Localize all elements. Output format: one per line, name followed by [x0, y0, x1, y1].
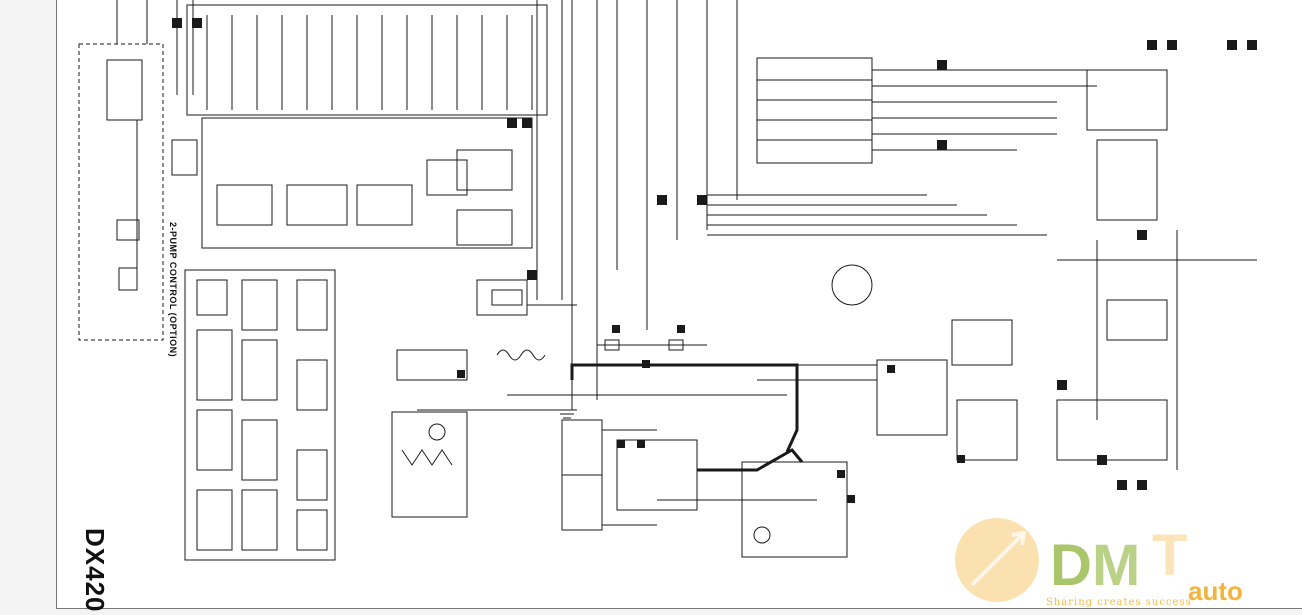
svg-text:M: M: [1092, 533, 1140, 598]
starter-switch: [831, 264, 873, 306]
battery-relay: [616, 439, 698, 511]
connector-columns: [206, 15, 533, 110]
svg-text:T: T: [1152, 523, 1187, 588]
connector-pins: [172, 18, 1257, 503]
watermark-logo: D M T: [955, 518, 1187, 602]
schematic-sheet: [56, 0, 1302, 609]
wiring-diagram: [78, 0, 1257, 561]
aircon-unit: [201, 117, 533, 249]
option-frame: [78, 43, 164, 341]
starter: [741, 461, 848, 558]
option-box-title: 2-PUMP CONTROL (OPTION): [168, 222, 178, 358]
alternator: [391, 411, 468, 518]
model-title: DX420: [80, 528, 110, 613]
svg-text:D: D: [1050, 533, 1092, 598]
watermark-slogan: Sharing creates success: [1046, 597, 1192, 608]
watermark-brand: auto: [1188, 576, 1243, 606]
terminal-block: [184, 269, 336, 561]
fuse-box: [756, 57, 873, 164]
